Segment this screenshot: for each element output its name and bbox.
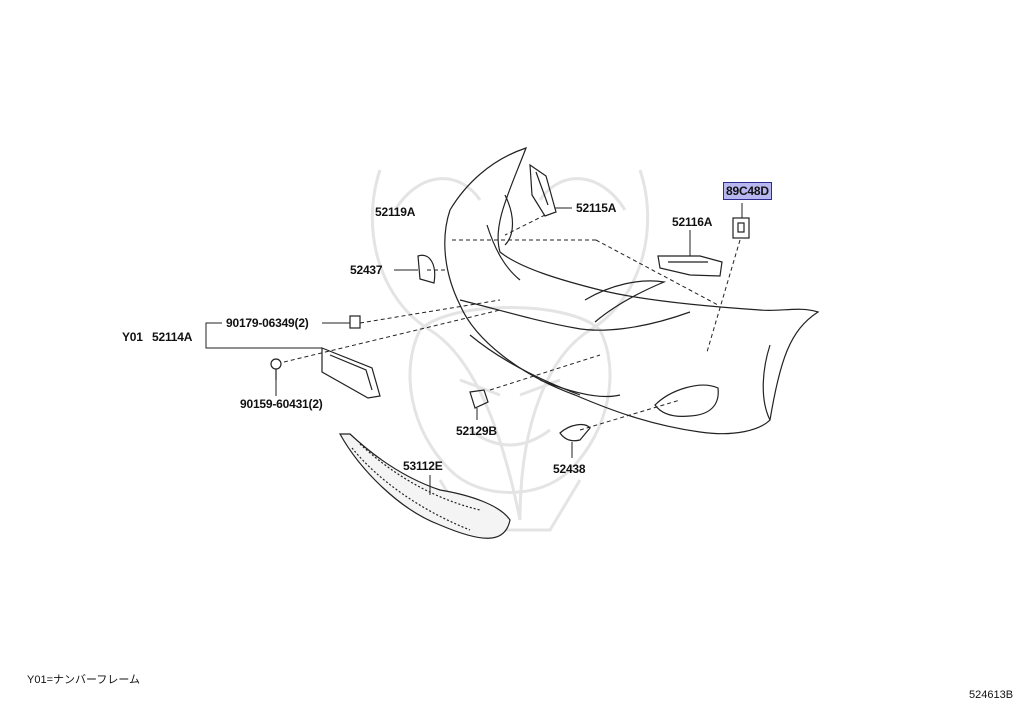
diagram-code: 524613B <box>969 689 1014 701</box>
bracket-52115A[interactable] <box>529 163 557 217</box>
bumper-cover-52119A[interactable] <box>444 147 820 435</box>
cover-52438[interactable] <box>559 423 591 442</box>
clip-89C48D[interactable] <box>732 217 750 239</box>
label-52437[interactable]: 52437 <box>350 263 383 277</box>
label-52129B[interactable]: 52129B <box>456 424 497 438</box>
grille-53112E[interactable] <box>338 433 511 539</box>
clip-90179[interactable] <box>349 315 361 329</box>
cover-52437[interactable] <box>417 254 436 284</box>
bracket-52116A[interactable] <box>657 255 723 277</box>
label-52115A[interactable]: 52115A <box>576 201 617 215</box>
label-53112E[interactable]: 53112E <box>403 459 443 473</box>
label-y01-prefix: Y01 <box>122 330 143 344</box>
label-52438[interactable]: 52438 <box>553 462 586 476</box>
label-90179-06349[interactable]: 90179-06349(2) <box>226 316 309 330</box>
label-52119A[interactable]: 52119A <box>375 205 416 219</box>
cap-52129B[interactable] <box>469 389 489 409</box>
leader-lines <box>283 214 741 431</box>
footnote-y01: Y01=ナンバーフレーム <box>27 674 141 686</box>
screw-90159[interactable] <box>270 358 282 380</box>
label-89C48D[interactable]: 89C48D <box>723 182 772 200</box>
label-90159-60431[interactable]: 90159-60431(2) <box>240 397 323 411</box>
label-52116A[interactable]: 52116A <box>672 215 713 229</box>
samurai-watermark <box>370 169 650 532</box>
license-frame-52114A[interactable] <box>321 347 381 399</box>
label-52114A[interactable]: 52114A <box>152 330 193 344</box>
